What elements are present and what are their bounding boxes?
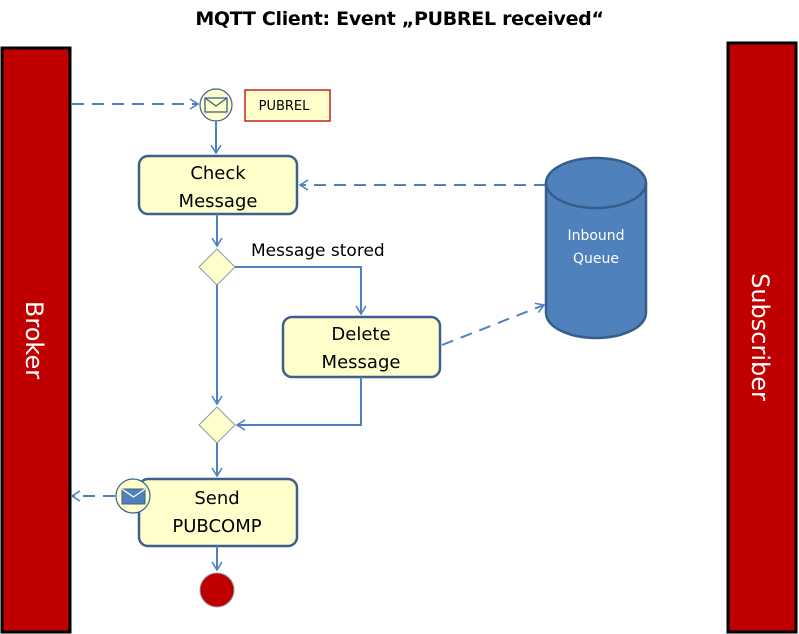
check-message-line1: Check bbox=[190, 163, 246, 184]
subscriber-lane-bar bbox=[726, 41, 798, 634]
envelope-filled-icon bbox=[121, 488, 146, 505]
decision-guard-label: Message stored bbox=[251, 241, 385, 261]
delete-message-line1: Delete bbox=[331, 324, 390, 345]
delete-message-line2: Message bbox=[322, 352, 401, 373]
queue-top bbox=[544, 156, 648, 210]
queue-label-line2: Queue bbox=[573, 251, 619, 267]
broker-lane: Broker bbox=[0, 46, 72, 634]
queue-label-line1: Inbound bbox=[567, 228, 624, 244]
subscriber-lane-label: Subscriber bbox=[746, 273, 774, 401]
broker-lane-label: Broker bbox=[20, 301, 48, 379]
delete-to-queue-flow bbox=[441, 302, 546, 346]
delete-message-action: Delete Message bbox=[281, 315, 442, 379]
flow-delete-to-merge bbox=[235, 377, 362, 431]
send-pubcomp-line2: PUBCOMP bbox=[172, 516, 261, 537]
diagram-title: MQTT Client: Event „PUBREL received“ bbox=[195, 8, 604, 30]
send-pubcomp-line1: Send bbox=[194, 488, 239, 509]
subscriber-lane: Subscriber bbox=[726, 41, 798, 634]
send-pubcomp-action: Send PUBCOMP bbox=[137, 477, 299, 548]
envelope-outline-icon bbox=[204, 97, 228, 113]
end-node bbox=[199, 572, 235, 608]
check-message-action: Check Message bbox=[137, 154, 299, 216]
check-message-line2: Message bbox=[179, 191, 258, 212]
merge-node bbox=[198, 406, 236, 444]
queue-body bbox=[544, 183, 648, 340]
pubrel-note-text: PUBREL bbox=[259, 99, 311, 114]
receive-event bbox=[199, 88, 233, 122]
pubrel-note: PUBREL bbox=[244, 89, 331, 122]
flow-decision-to-delete bbox=[235, 266, 367, 316]
decision-node bbox=[198, 248, 236, 286]
inbound-queue: Inbound Queue bbox=[544, 156, 648, 340]
broker-lane-bar bbox=[0, 46, 72, 634]
send-event bbox=[115, 478, 151, 514]
